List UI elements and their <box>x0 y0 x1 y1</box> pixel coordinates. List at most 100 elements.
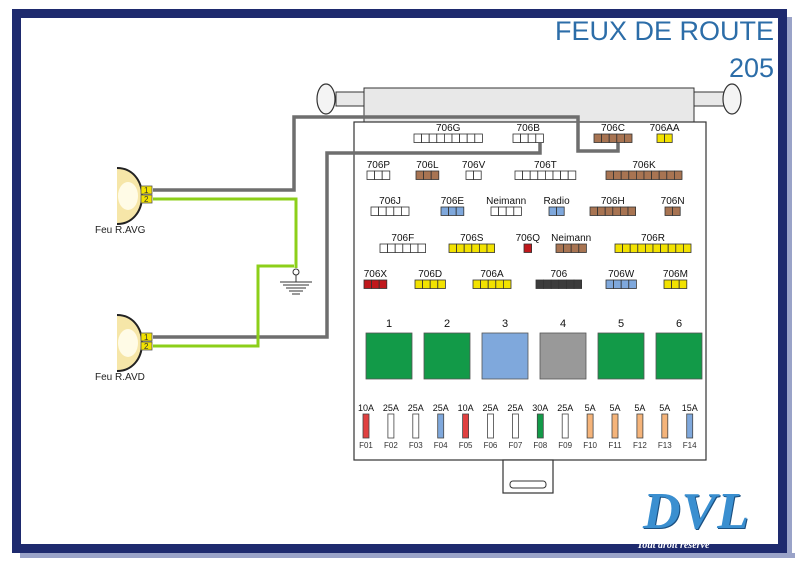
fuse-body <box>512 413 519 439</box>
connector-cell <box>629 243 639 253</box>
connector-cell <box>605 170 614 180</box>
connector-cell <box>683 243 692 253</box>
connector-label: 706W <box>608 269 635 280</box>
connector-cell <box>385 206 395 216</box>
relay-6: 6 <box>655 318 703 380</box>
connector-706l-5: 706L <box>415 160 440 180</box>
connector-cell <box>550 279 560 289</box>
connector-cell <box>471 243 480 253</box>
relay-block <box>481 332 529 380</box>
fuse-rating: 30A <box>532 403 548 413</box>
connector-cell <box>560 170 569 180</box>
fuse-body <box>462 413 470 439</box>
diagram-subtitle: 205 <box>728 53 774 83</box>
connector-cell <box>512 133 521 143</box>
connector-cell <box>505 206 515 216</box>
connector-cell <box>478 243 488 253</box>
wire-green-right-lamp <box>153 264 294 348</box>
wire-grey-left-lamp <box>153 115 620 192</box>
connector-cell <box>660 243 669 253</box>
frame-shadow-bottom <box>20 553 795 558</box>
connector-cell <box>570 243 580 253</box>
connector-label: 706S <box>460 233 484 244</box>
fuse-rating: 25A <box>433 403 449 413</box>
connector-label: 706L <box>416 160 439 171</box>
fuse-body <box>561 413 569 439</box>
fuse-body <box>661 413 669 439</box>
connector-cell <box>566 279 575 289</box>
connector-neimann-11: Neimann <box>486 196 526 216</box>
connector-cell <box>428 133 438 143</box>
connector-label: 706 <box>550 269 567 280</box>
fuse-rating: 10A <box>458 403 474 413</box>
connector-706n-14: 706N <box>661 196 685 216</box>
fuse-id: F09 <box>558 441 572 450</box>
headlamp-left-icon <box>116 167 153 225</box>
lamp-right-pin-2: 2 <box>144 342 149 351</box>
connector-cell <box>589 206 598 216</box>
relay-block <box>655 332 703 380</box>
connector-label: 706N <box>661 196 685 207</box>
relay-number: 3 <box>502 318 508 330</box>
connector-cell <box>556 206 565 216</box>
connector-cell <box>604 206 614 216</box>
fuse-id: F08 <box>533 441 547 450</box>
fuse-f08: 30A F08 <box>532 403 548 450</box>
fuse-id: F01 <box>359 441 373 450</box>
connector-cell <box>578 243 587 253</box>
connector-cell <box>555 243 564 253</box>
connector-cell <box>520 133 529 143</box>
connector-cell <box>371 279 380 289</box>
connector-cell <box>393 206 402 216</box>
connector-cell <box>448 206 457 216</box>
fuse-rating: 5A <box>585 403 596 413</box>
dvl-logo-subtitle: Tout droit réservé <box>637 540 710 551</box>
connector-label: 706D <box>418 269 442 280</box>
diagram-title: FEUX DE ROUTE <box>554 16 774 46</box>
connector-cell <box>378 279 388 289</box>
fuse-body <box>412 413 420 439</box>
connector-706v-6: 706V <box>462 160 486 180</box>
connector-cell <box>374 170 383 180</box>
connector-706c-2: 706C <box>593 123 633 143</box>
connector-label: 706P <box>367 160 391 171</box>
connector-cell <box>620 170 630 180</box>
lamp-left-pin-1: 1 <box>144 186 149 195</box>
connector-cell <box>613 279 622 289</box>
connector-cell <box>664 206 673 216</box>
connector-cell <box>620 206 629 216</box>
connector-cell <box>666 170 675 180</box>
connector-cell <box>656 133 665 143</box>
connector-706k-8: 706K <box>605 160 683 180</box>
connector-706a-22: 706A <box>472 269 512 289</box>
connector-cell <box>523 243 532 253</box>
connector-cell <box>605 279 614 289</box>
connector-cell <box>400 206 410 216</box>
connector-label: 706K <box>632 160 656 171</box>
connector-cell <box>436 133 445 143</box>
frame-top <box>12 9 787 18</box>
connector-cell <box>573 279 582 289</box>
connector-cell <box>537 170 546 180</box>
connector-cell <box>552 170 561 180</box>
ground-icon <box>280 268 312 295</box>
connector-cell <box>622 243 631 253</box>
connector-cell <box>502 279 512 289</box>
connector-706aa-3: 706AA <box>650 123 680 143</box>
connector-cell <box>437 279 446 289</box>
connector-cell <box>415 170 424 180</box>
connector-cell <box>409 243 419 253</box>
connector-706r-19: 706R <box>614 233 692 253</box>
connector-label: 706J <box>379 196 401 207</box>
connector-706b-1: 706B <box>512 123 544 143</box>
fuse-body <box>611 413 619 439</box>
connector-cell <box>674 170 683 180</box>
connector-cell <box>620 279 630 289</box>
connector-cell <box>465 170 474 180</box>
connector-706h-13: 706H <box>589 196 636 216</box>
connector-cell <box>608 133 618 143</box>
